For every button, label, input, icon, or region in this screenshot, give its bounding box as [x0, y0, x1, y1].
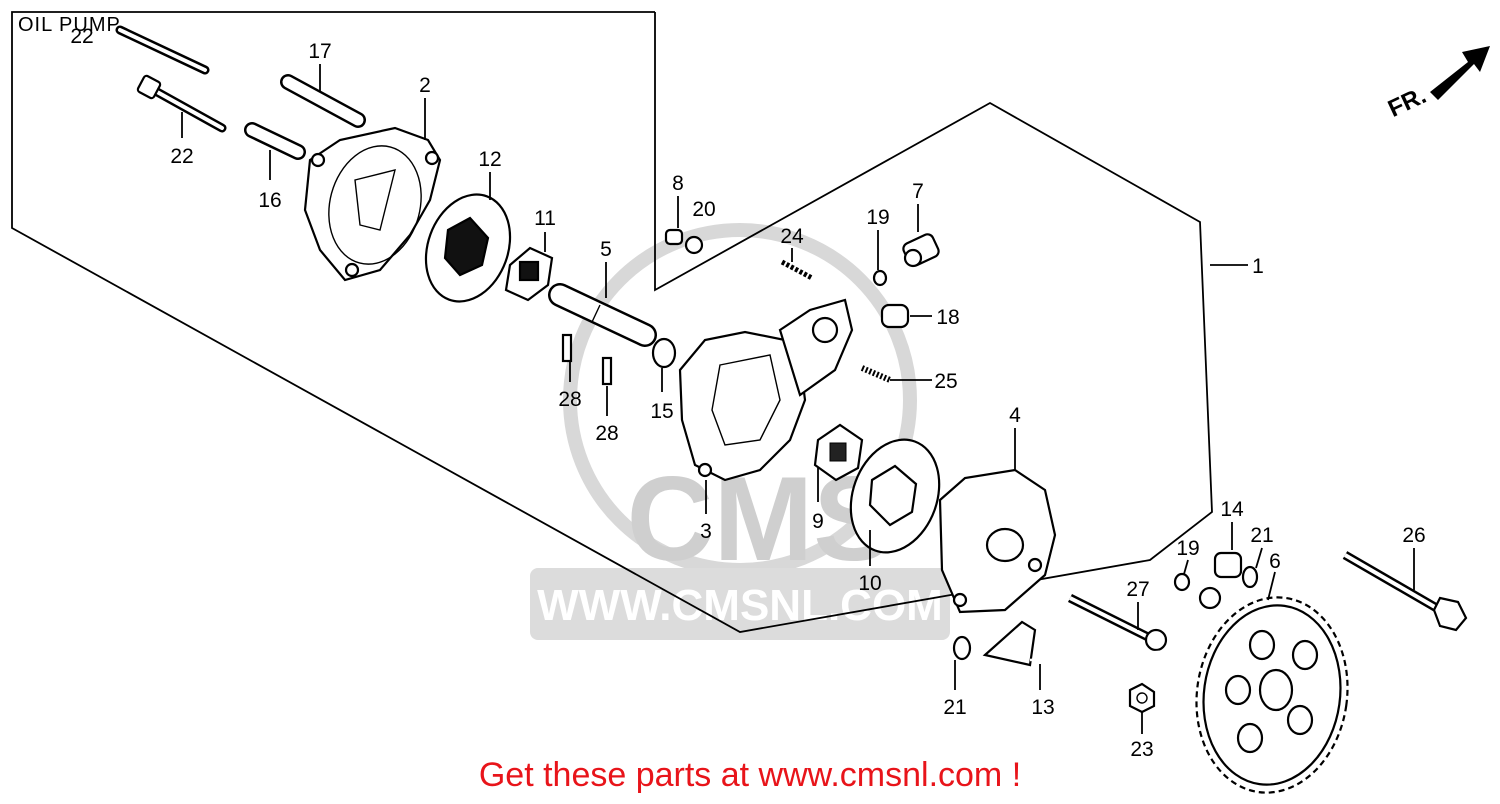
callout-4: 4: [1009, 404, 1021, 427]
pin-28-right: [601, 356, 613, 386]
relief-valve-cap-7: [902, 233, 940, 268]
leader-lines: [181, 64, 1415, 734]
promo-link-text[interactable]: Get these parts at www.cmsnl.com !: [478, 756, 1022, 794]
outer-rotor-10: [849, 438, 941, 554]
callout-13: 13: [1031, 696, 1054, 719]
assembly-outline: [11, 11, 1213, 633]
callout-19-top: 19: [866, 206, 889, 229]
bolt-22-lower: [136, 74, 227, 133]
washer-19-lower: [1173, 572, 1191, 592]
callout-11: 11: [534, 207, 556, 230]
callout-1: 1: [1252, 255, 1264, 278]
callout-10: 10: [858, 572, 881, 595]
callout-21-left: 21: [943, 696, 966, 719]
spring-pin-24: [780, 259, 814, 281]
inner-rotor-11: [504, 246, 554, 302]
fr-arrow-icon: FR.: [1384, 46, 1490, 123]
bolt-26: [1342, 551, 1468, 632]
bolt-27: [1067, 593, 1168, 652]
watermark-logo: CMS: [627, 452, 894, 586]
callout-27: 27: [1126, 578, 1149, 601]
callout-16: 16: [258, 189, 281, 212]
o-ring-20: [684, 235, 704, 255]
callout-28-left: 28: [558, 388, 581, 411]
callout-7: 7: [912, 180, 924, 203]
driven-gear-6: [1195, 596, 1349, 794]
o-ring-19-top: [872, 269, 888, 287]
callout-26: 26: [1402, 524, 1425, 547]
callout-3: 3: [700, 520, 712, 543]
diagram-title: OIL PUMP: [18, 14, 121, 36]
pump-body-3: [678, 298, 854, 482]
callout-17: 17: [308, 40, 331, 63]
callout-8: 8: [672, 172, 684, 195]
pump-cover-4: [938, 468, 1057, 614]
callout-15: 15: [650, 400, 673, 423]
o-ring-15: [651, 337, 677, 369]
watermark: CMS WWW.CMSNL.COM: [530, 223, 950, 640]
washer-21-right: [1241, 565, 1259, 589]
fr-label: FR.: [1384, 82, 1430, 123]
callout-21-right: 21: [1250, 524, 1273, 547]
pump-shaft-5: [548, 283, 657, 347]
dowel-pin-17: [280, 74, 366, 128]
callout-19-lower: 19: [1176, 537, 1199, 560]
callout-20: 20: [692, 198, 715, 221]
callout-28-right: 28: [595, 422, 618, 445]
outer-rotor-12: [424, 193, 512, 303]
callout-18: 18: [936, 306, 959, 329]
washer-21-left: [952, 635, 972, 661]
callout-labels: 22 17 2 22 16 12 11 5 8 20 24 19 7 18 25…: [70, 25, 1425, 761]
callout-25: 25: [934, 370, 957, 393]
nut-23: [1128, 682, 1156, 714]
inner-rotor-9: [813, 423, 864, 482]
dowel-pin-16: [244, 122, 306, 160]
callout-12: 12: [478, 148, 501, 171]
pump-cover-2: [303, 126, 442, 282]
callout-22-top: 22: [70, 25, 93, 48]
plug-18: [880, 303, 910, 329]
callout-6: 6: [1269, 550, 1281, 573]
bolt-22-upper: [115, 25, 210, 75]
collar-14: [1213, 551, 1243, 579]
pin-28-left: [561, 333, 573, 363]
callout-2: 2: [419, 74, 431, 97]
callout-5: 5: [600, 238, 612, 261]
spring-25: [860, 365, 892, 383]
callout-23: 23: [1130, 738, 1153, 761]
callout-24: 24: [780, 225, 804, 248]
callout-14: 14: [1220, 498, 1244, 521]
watermark-text: WWW.CMSNL.COM: [537, 581, 943, 630]
collar-8: [664, 228, 684, 246]
oil-pipe-13: [982, 586, 1234, 667]
callout-22: 22: [170, 145, 193, 168]
callout-9: 9: [812, 510, 824, 533]
